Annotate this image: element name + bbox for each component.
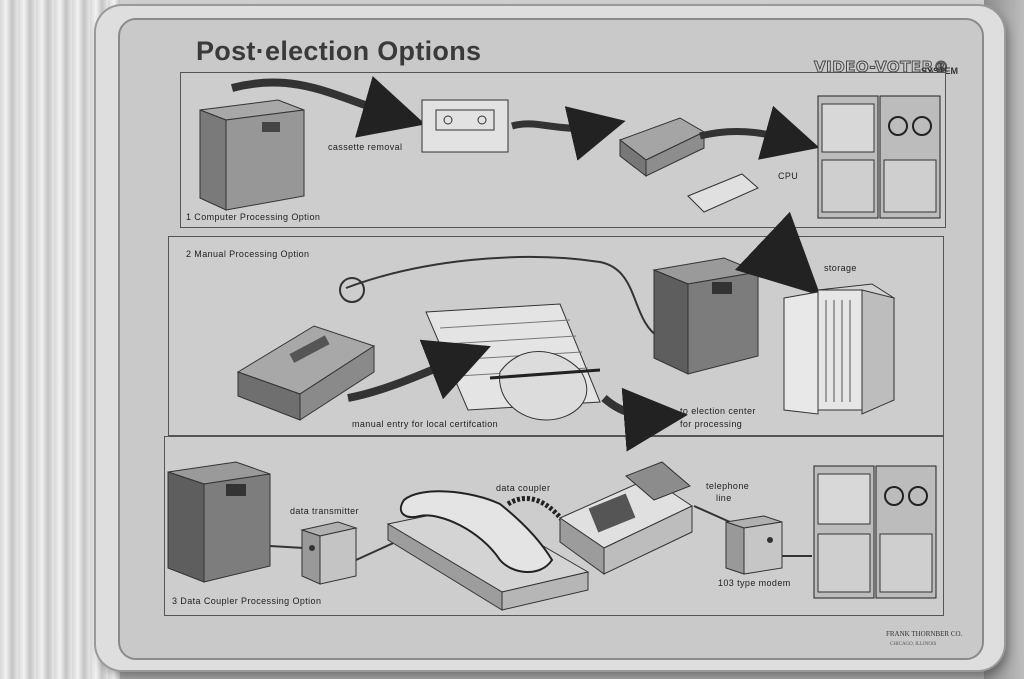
label-cpu: CPU — [778, 171, 799, 181]
caption-computer-processing: 1 Computer Processing Option — [186, 212, 321, 222]
cpu-mainframe-2 — [813, 465, 937, 599]
computer-cabinet-2 — [652, 257, 760, 375]
label-for-processing: for processing — [680, 419, 743, 429]
flow-arrow-cassette — [230, 76, 426, 138]
label-data-transmitter: data transmitter — [290, 506, 359, 516]
data-transmitter-box — [300, 521, 358, 585]
telephone-line-cable — [693, 505, 731, 523]
label-telephone: telephone — [706, 481, 750, 491]
acoustic-coupler — [386, 490, 590, 611]
computer-cabinet-1 — [199, 99, 305, 211]
cassette-tape — [421, 99, 509, 153]
flow-arrow-cpu — [699, 105, 820, 160]
poster-title: Post·election Options — [196, 36, 482, 66]
caption-data-coupler: 3 Data Coupler Processing Option — [172, 596, 322, 606]
phone-cord — [345, 256, 661, 339]
publisher-credit: FRANK THORNBER CO. — [886, 630, 963, 638]
telephone-set — [558, 461, 694, 575]
cable-cpu-transmitter — [269, 545, 305, 549]
label-manual-entry: manual entry for local certifcation — [352, 419, 499, 429]
coiled-cord — [506, 496, 571, 530]
logo-suffix: SYSTEM — [921, 66, 959, 76]
storage-cabinet — [783, 283, 896, 415]
cpu-mainframe-1 — [817, 95, 941, 219]
flow-arrow-election-center — [601, 387, 688, 452]
modem-box — [725, 515, 783, 575]
label-modem: 103 type modem — [718, 578, 791, 588]
label-cassette-removal: cassette removal — [328, 142, 403, 152]
label-election-center: to election center — [680, 406, 756, 416]
label-storage: storage — [824, 263, 857, 273]
video-voter-logo: VIDEO-VOTER® — [813, 58, 950, 77]
cord-loop — [339, 277, 365, 303]
flow-arrow-storage — [734, 211, 821, 296]
publisher-location: CHICAGO, ILLINOIS — [890, 642, 937, 647]
entry-console — [236, 325, 376, 421]
label-data-coupler: data coupler — [496, 483, 551, 493]
tape-ribbon — [511, 106, 626, 161]
cassette-reader — [618, 117, 706, 178]
writing-hand — [489, 351, 601, 421]
flow-arrow-entry — [347, 339, 491, 402]
caption-manual-processing: 2 Manual Processing Option — [186, 249, 310, 259]
cassette-inserted — [687, 173, 759, 213]
label-line: line — [716, 493, 732, 503]
computer-cabinet-3 — [167, 461, 271, 583]
